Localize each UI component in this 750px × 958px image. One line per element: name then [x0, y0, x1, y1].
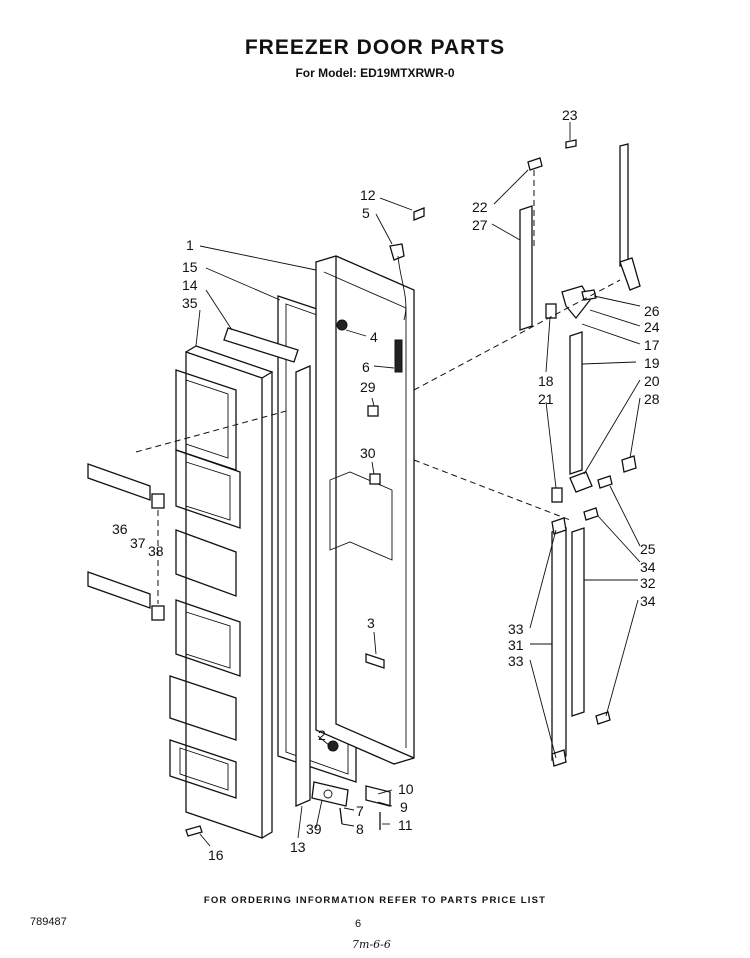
handle-caps-33 [551, 507, 611, 767]
callout-39: 39 [306, 821, 322, 837]
breaker-strip [223, 327, 299, 363]
callout-12: 12 [360, 187, 376, 203]
callout-9: 9 [400, 799, 408, 815]
callout-28: 28 [644, 391, 660, 407]
callout-5: 5 [362, 205, 370, 221]
callout-34-bottom: 34 [640, 593, 656, 609]
model-subtitle: For Model: ED19MTXRWR-0 [295, 66, 455, 80]
handle-31 [551, 527, 567, 761]
callout-22: 22 [472, 199, 488, 215]
outer-door-panel [315, 255, 415, 765]
callout-7: 7 [356, 803, 364, 819]
callout-27: 27 [472, 217, 488, 233]
document-number: 789487 [30, 916, 67, 928]
callout-21: 21 [538, 391, 554, 407]
callout-38: 38 [148, 543, 164, 559]
handle-trim-end [619, 257, 641, 291]
callout-25: 25 [640, 541, 656, 557]
callout-14: 14 [182, 277, 198, 293]
callout-34-top: 34 [640, 559, 656, 575]
callout-20: 20 [644, 373, 660, 389]
callout-2: 2 [318, 727, 326, 743]
callout-16: 16 [208, 847, 224, 863]
assembly-line-upper [413, 279, 621, 391]
callout-37: 37 [130, 535, 146, 551]
handle-insert-27 [519, 205, 533, 331]
handwritten-note: 7m-6-6 [352, 938, 391, 951]
page-title: FREEZER DOOR PARTS [244, 36, 506, 59]
callout-33-top: 33 [508, 621, 524, 637]
door-liner [169, 345, 273, 839]
callout-1: 1 [186, 237, 194, 253]
callout-4: 4 [370, 329, 378, 345]
side-trim [295, 365, 311, 807]
ordering-note: FOR ORDERING INFORMATION REFER TO PARTS … [203, 895, 547, 906]
callout-29: 29 [360, 379, 376, 395]
callout-6: 6 [362, 359, 370, 375]
upper-handle-cap [527, 139, 577, 250]
callout-26: 26 [644, 303, 660, 319]
callout-24: 24 [644, 319, 660, 335]
callout-10: 10 [398, 781, 414, 797]
shelf-rails [87, 409, 291, 621]
callout-19: 19 [644, 355, 660, 371]
assembly-line-lower [413, 459, 571, 521]
callout-18: 18 [538, 373, 554, 389]
handle-end-cap-20 [551, 455, 637, 503]
leader-lines [195, 122, 641, 847]
callout-33-bottom: 33 [508, 653, 524, 669]
callout-15: 15 [182, 259, 198, 275]
callout-35: 35 [182, 295, 198, 311]
clip-18 [545, 303, 557, 319]
callout-11: 11 [398, 817, 413, 833]
callout-13: 13 [290, 839, 306, 855]
callout-23: 23 [562, 107, 578, 123]
callout-32: 32 [640, 575, 656, 591]
screw-16 [185, 825, 203, 837]
page-number: 6 [355, 918, 362, 930]
callout-36: 36 [112, 521, 128, 537]
callout-17: 17 [644, 337, 660, 353]
handle-32 [571, 527, 585, 717]
callout-30: 30 [360, 445, 376, 461]
handle-trim-26 [619, 143, 629, 268]
callout-31: 31 [508, 637, 524, 653]
handle-19 [569, 331, 583, 475]
wire-harness [389, 207, 425, 321]
callout-8: 8 [356, 821, 364, 837]
callout-3: 3 [367, 615, 375, 631]
handle-bracket-24 [561, 285, 597, 320]
bottom-hinge [311, 781, 391, 830]
